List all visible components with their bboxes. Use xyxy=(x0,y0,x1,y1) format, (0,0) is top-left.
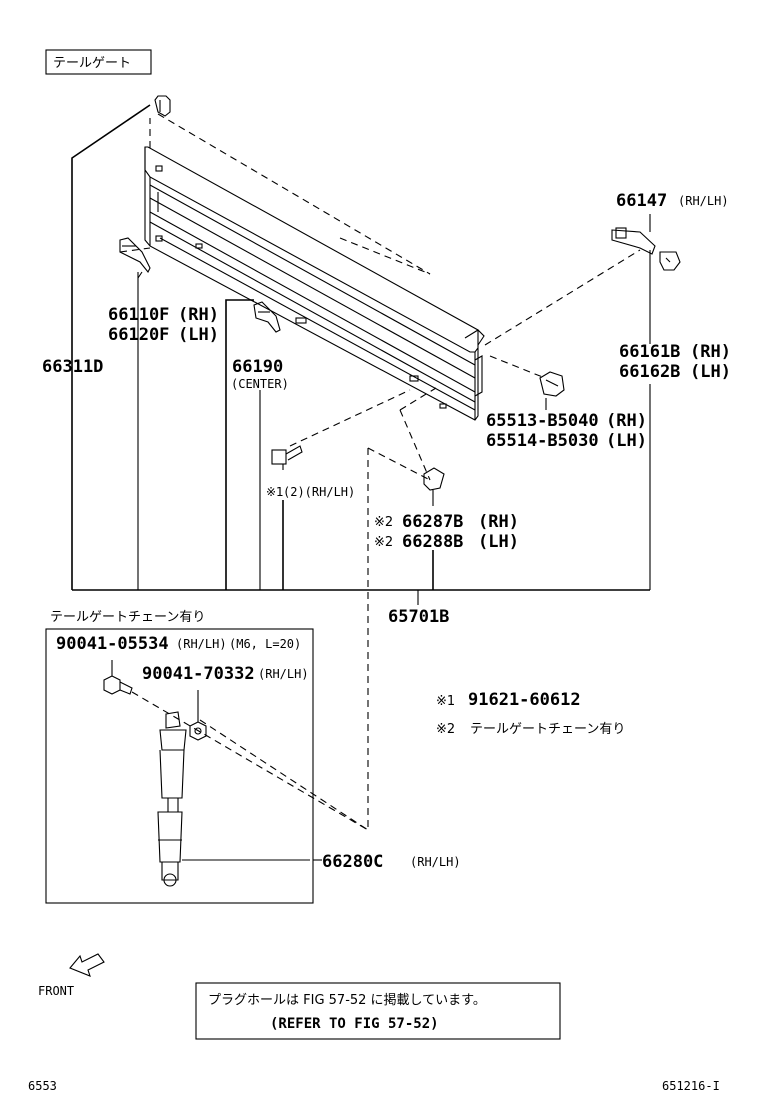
footer-right-code: 651216-I xyxy=(662,1079,720,1093)
svg-text:66288B: 66288B xyxy=(402,532,463,552)
center-bracket xyxy=(253,301,281,333)
svg-text:(RH): (RH) xyxy=(478,512,519,532)
tailgate-panel-drawing xyxy=(144,146,485,421)
chain-box-title: テールゲートチェーン有り xyxy=(50,610,205,625)
section-title: テールゲート xyxy=(53,56,131,71)
chain-box: 90041-05534 (RH/LH) (M6, L=20) 90041-703… xyxy=(45,628,369,904)
label-65514: 65514-B5030 (LH) xyxy=(486,431,647,451)
label-66147: 66147 (RH/LH) xyxy=(616,191,729,211)
svg-text:66120F: 66120F xyxy=(108,325,169,345)
label-65701B: 65701B xyxy=(388,607,449,627)
gas-stay xyxy=(157,711,187,887)
svg-text:テールゲートチェーン有り: テールゲートチェーン有り xyxy=(470,722,625,737)
dash-stay-diag xyxy=(199,719,369,831)
svg-text:(LH): (LH) xyxy=(690,362,731,382)
footer-left-code: 6553 xyxy=(28,1079,57,1093)
svg-text:(2)(RH/LH): (2)(RH/LH) xyxy=(283,485,355,499)
svg-text:(M6, L=20): (M6, L=20) xyxy=(229,637,301,651)
svg-text:※1: ※1 xyxy=(266,485,284,499)
svg-text:65701B: 65701B xyxy=(388,607,449,627)
svg-text:(RH/LH): (RH/LH) xyxy=(258,667,309,681)
svg-text:66161B: 66161B xyxy=(619,342,680,362)
svg-text:(RH): (RH) xyxy=(606,411,647,431)
label-66110F: 66110F (RH) xyxy=(108,305,219,325)
label-66120F: 66120F (LH) xyxy=(108,325,219,345)
svg-text:(LH): (LH) xyxy=(606,431,647,451)
svg-text:(RH/LH): (RH/LH) xyxy=(176,637,227,651)
svg-text:(CENTER): (CENTER) xyxy=(231,377,289,391)
svg-text:(LH): (LH) xyxy=(478,532,519,552)
label-65513: 65513-B5040 (RH) xyxy=(486,411,647,431)
reference-box: プラグホールは FIG 57-52 に掲載しています。 (REFER TO FI… xyxy=(195,982,561,1040)
label-66162B: 66162B (LH) xyxy=(619,362,731,382)
svg-text:66162B: 66162B xyxy=(619,362,680,382)
svg-text:※2: ※2 xyxy=(374,515,393,530)
dash-bolt xyxy=(289,389,411,447)
reference-line-1: プラグホールは FIG 57-52 に掲載しています。 xyxy=(208,992,486,1008)
side-bracket xyxy=(119,237,151,274)
hinge-assembly xyxy=(611,227,681,271)
front-label: FRONT xyxy=(38,984,74,998)
svg-text:※1: ※1 xyxy=(436,694,455,709)
svg-text:65514-B5030: 65514-B5030 xyxy=(486,431,599,451)
svg-text:66280C: 66280C xyxy=(322,852,383,872)
label-90041-70332: 90041-70332 xyxy=(142,664,255,684)
reference-line-2: (REFER TO FIG 57-52) xyxy=(270,1016,439,1032)
section-title-box: テールゲート xyxy=(45,49,152,75)
svg-text:(RH): (RH) xyxy=(690,342,731,362)
label-66287B: ※2 66287B (RH) xyxy=(374,512,519,532)
label-66190: 66190 (CENTER) xyxy=(231,357,289,391)
svg-text:66190: 66190 xyxy=(232,357,283,377)
svg-text:66311D: 66311D xyxy=(42,357,103,377)
svg-text:(RH/LH): (RH/LH) xyxy=(678,194,729,208)
svg-text:※2: ※2 xyxy=(436,722,455,737)
chain-bolt xyxy=(103,660,133,695)
dash-top xyxy=(157,113,431,275)
svg-text:※2: ※2 xyxy=(374,535,393,550)
dash-plug xyxy=(489,355,546,379)
svg-text:66147: 66147 xyxy=(616,191,667,211)
svg-text:66110F: 66110F xyxy=(108,305,169,325)
dash-hinge xyxy=(484,249,641,346)
svg-text:65513-B5040: 65513-B5040 xyxy=(486,411,599,431)
svg-text:66287B: 66287B xyxy=(402,512,463,532)
svg-text:91621-60612: 91621-60612 xyxy=(468,690,581,710)
dash-striker xyxy=(399,409,431,481)
svg-text:(RH): (RH) xyxy=(178,305,219,325)
svg-text:(RH/LH): (RH/LH) xyxy=(410,855,461,869)
assembly-leaders xyxy=(71,104,651,605)
front-arrow-icon xyxy=(69,953,105,977)
label-90041-05534: 90041-05534 xyxy=(56,634,169,654)
panel-hook xyxy=(154,95,171,117)
label-66311D: 66311D xyxy=(42,357,103,377)
plug xyxy=(539,371,565,397)
svg-text:(LH): (LH) xyxy=(178,325,219,345)
label-66161B: 66161B (RH) xyxy=(619,342,731,362)
legend-note-2: ※2 テールゲートチェーン有り xyxy=(436,722,625,737)
label-66288B: ※2 66288B (LH) xyxy=(374,532,519,552)
legend-note-1: ※1 91621-60612 xyxy=(436,690,581,710)
chain-nut xyxy=(189,690,207,741)
bolt xyxy=(271,445,303,465)
striker xyxy=(423,467,445,491)
label-bolt-note: ※1 (2)(RH/LH) xyxy=(266,485,355,499)
label-66280C: 66280C (RH/LH) xyxy=(322,852,461,872)
